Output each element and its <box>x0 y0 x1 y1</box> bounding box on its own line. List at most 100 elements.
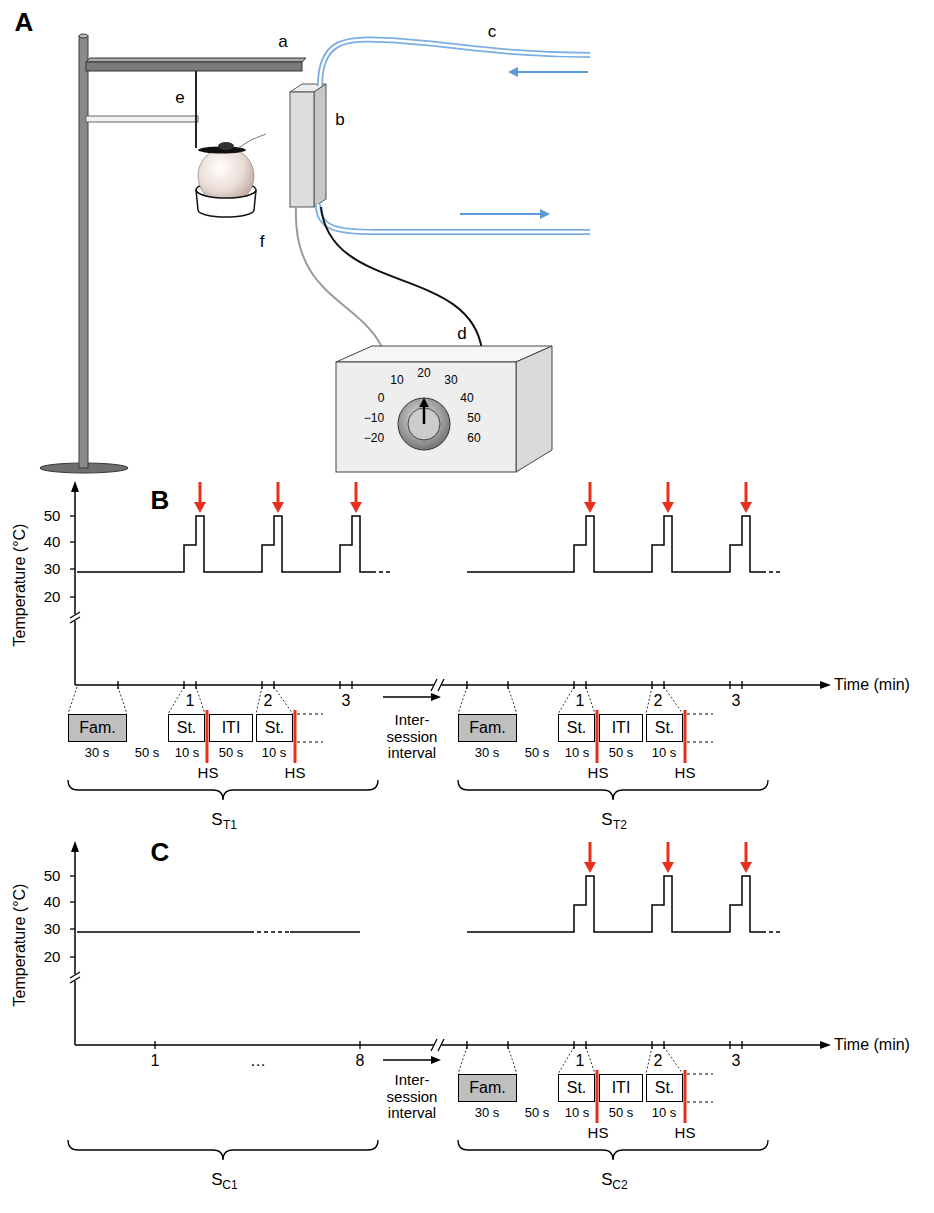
tick-label: 1 <box>576 1052 585 1070</box>
heat-arrow <box>745 842 748 863</box>
heat-arrow <box>589 482 592 503</box>
heat-arrowhead <box>740 862 752 873</box>
duration-label: 10 s <box>175 746 200 760</box>
axis-arrowhead <box>71 481 79 492</box>
apparatus-illustration <box>40 34 590 473</box>
interval-arrowhead <box>431 1056 441 1064</box>
interval-arrow <box>383 1059 432 1061</box>
axis-break <box>438 679 444 691</box>
tube-core <box>318 204 590 232</box>
duration-label: 50 s <box>609 746 634 760</box>
expansion-line <box>586 687 595 714</box>
time-tick <box>154 1041 155 1049</box>
y-tick <box>70 568 75 569</box>
expansion-line <box>508 687 517 714</box>
tick-label: 50 <box>44 868 61 885</box>
tick-label: 20 <box>44 949 61 966</box>
dial-number: 40 <box>460 392 473 405</box>
sensor-cable <box>296 207 385 354</box>
time-tick <box>729 1041 730 1049</box>
box-continuation <box>687 1074 713 1075</box>
duration-label: 50 s <box>219 746 244 760</box>
insect-body <box>218 142 234 150</box>
duration-label: 30 s <box>85 746 110 760</box>
axis-arrowhead <box>820 681 831 689</box>
expansion-line <box>274 687 293 714</box>
temperature-trace <box>467 516 762 572</box>
box-label: St. <box>655 1080 675 1096</box>
tick-label: 50 <box>44 508 61 525</box>
hanging-wire <box>195 71 197 148</box>
y-tick <box>70 928 75 929</box>
expansion-line <box>558 687 574 714</box>
part-letter: b <box>335 111 344 130</box>
flow-arrow <box>460 213 542 215</box>
part-letter: c <box>488 23 497 42</box>
axis-title: Time (min) <box>834 676 910 694</box>
dial-number: −20 <box>364 432 384 445</box>
axis-break <box>70 612 80 618</box>
tick-label: 30 <box>44 921 61 938</box>
tick-label: 3 <box>732 1052 741 1070</box>
expansion-line <box>458 1047 467 1074</box>
temperature-trace <box>77 516 372 572</box>
box-continuation <box>687 742 713 743</box>
phase-box: ITI <box>599 1074 643 1102</box>
tube-core <box>320 40 590 86</box>
trace-continuation <box>372 571 390 573</box>
box-label: ITI <box>612 720 631 736</box>
time-tick <box>729 681 730 689</box>
trace-continuation <box>762 931 780 933</box>
time-tick <box>741 681 742 689</box>
box-continuation <box>297 714 323 715</box>
axis-break <box>70 977 80 983</box>
tick-label: 40 <box>44 894 61 911</box>
event-label: HS <box>675 765 696 782</box>
dial-number: 0 <box>378 392 385 405</box>
expansion-line <box>558 1047 574 1074</box>
box-label: St. <box>265 720 285 736</box>
part-letter: e <box>175 89 184 108</box>
event-label: HS <box>588 765 609 782</box>
phase-box: ITI <box>599 714 643 742</box>
trace-gap <box>250 931 290 933</box>
axis-arrowhead <box>820 1041 831 1049</box>
box-label: St. <box>655 720 675 736</box>
tick-label: … <box>250 1052 266 1070</box>
expansion-line <box>256 687 262 714</box>
axis-break <box>438 1039 444 1051</box>
heat-arrow <box>667 842 670 863</box>
y-tick <box>70 515 75 516</box>
tick-label: 2 <box>654 692 663 710</box>
lower-arm <box>86 116 198 122</box>
session-brace <box>68 1140 378 1160</box>
phase-box: St. <box>256 714 293 742</box>
session-label: S <box>601 811 612 830</box>
session-brace <box>68 780 378 800</box>
duration-label: 10 s <box>565 1106 590 1120</box>
heat-arrow <box>667 482 670 503</box>
expansion-line <box>508 1047 517 1074</box>
dial-pointer <box>423 405 426 424</box>
phase-box: St. <box>646 1074 683 1102</box>
box-label: St. <box>177 720 197 736</box>
duration-label: 50 s <box>609 1106 634 1120</box>
time-tick <box>351 681 352 689</box>
duration-label: 10 s <box>652 1106 677 1120</box>
duration-label: 30 s <box>475 746 500 760</box>
heat-arrow <box>589 842 592 863</box>
dial <box>398 398 450 450</box>
expansion-line <box>586 1047 595 1074</box>
y-tick <box>70 875 75 876</box>
y-tick <box>70 541 75 542</box>
duration-label: 10 s <box>262 746 287 760</box>
dial-number: 10 <box>390 374 403 387</box>
duration-label: 10 s <box>565 746 590 760</box>
tick-label: 1 <box>186 692 195 710</box>
tick-label: 3 <box>342 692 351 710</box>
box-label: ITI <box>222 720 241 736</box>
heat-arrowhead <box>194 502 206 513</box>
water-tube <box>318 204 590 232</box>
